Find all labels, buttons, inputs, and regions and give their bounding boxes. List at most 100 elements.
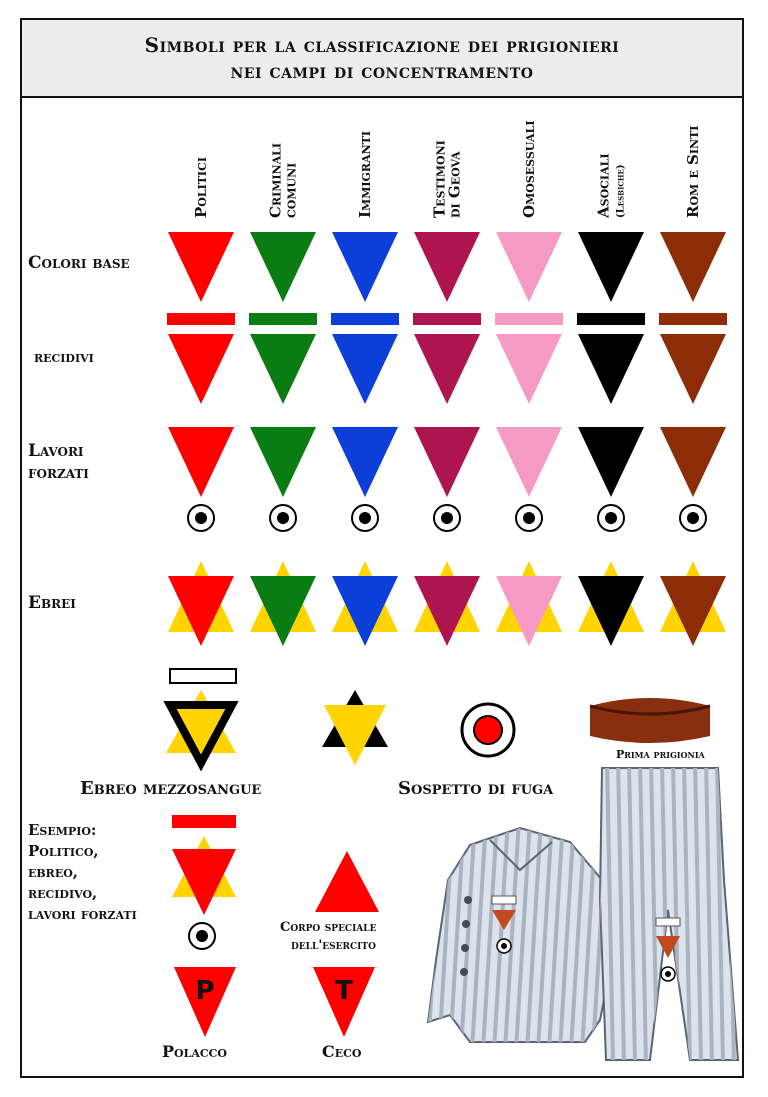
- jacket-button-2: [462, 920, 470, 928]
- lavori-triangle-politici: [168, 427, 234, 497]
- ebrei-triangle-politici: [168, 576, 234, 646]
- caption-ceco: Ceco: [322, 1042, 362, 1061]
- recidivi-triangle-criminali: [250, 334, 316, 404]
- pants-stripe: [682, 768, 692, 1060]
- ebrei-triangle-rom: [660, 576, 726, 646]
- row-label-lavori: Lavori: [28, 441, 84, 461]
- example-line-5: lavori forzati: [28, 905, 137, 923]
- base-triangle-criminali: [250, 232, 316, 302]
- star-yellow-triangle: [324, 705, 386, 765]
- band-body: [590, 698, 710, 743]
- ceco-letter: T: [335, 976, 353, 1006]
- jacket-stripe: [558, 828, 576, 1042]
- recidivi-bar-criminali: [249, 313, 317, 325]
- caption-corpo-speciale-1: Corpo speciale: [280, 920, 377, 935]
- jacket-stripe: [536, 828, 554, 1042]
- column-header-asociali-line-1: Asociali: [595, 154, 613, 219]
- title-line-2: nei campi di concentramento: [230, 59, 534, 83]
- column-header-asociali: Asociali(Lesbiche): [595, 154, 627, 219]
- base-triangle-testimoni: [414, 232, 480, 302]
- lavori-triangle-immigranti: [332, 427, 398, 497]
- lavori-triangle-testimoni: [414, 427, 480, 497]
- pants-target-dot: [665, 971, 671, 977]
- column-header-politici: Politici: [192, 157, 210, 218]
- badge-grid: [167, 232, 727, 646]
- ebreo-mezzosangue-badge: [163, 668, 239, 772]
- column-header-criminali-line-1: Criminali: [267, 143, 285, 218]
- recidivi-bar-omosessuali: [495, 313, 563, 325]
- jacket-stripe: [492, 828, 510, 1042]
- example-target-dot: [196, 930, 208, 942]
- row-label-recidivi: recidivi: [34, 347, 94, 366]
- band-top-edge: [589, 704, 711, 716]
- pants-stripe: [605, 768, 615, 1060]
- caption-prima-prigionia: Prima prigionia: [616, 748, 705, 761]
- row-label-ebrei: Ebrei: [28, 593, 76, 613]
- ebrei-triangle-criminali: [250, 576, 316, 646]
- jacket-button-3: [461, 944, 469, 952]
- jacket-stripe: [569, 828, 587, 1042]
- pants-stripe: [616, 768, 626, 1060]
- base-triangle-politici: [168, 232, 234, 302]
- polacco-triangle: [174, 967, 236, 1037]
- example-line-2: Politico,: [28, 842, 99, 860]
- column-header-rom: Rom e Sinti: [684, 126, 702, 218]
- base-triangle-omosessuali: [496, 232, 562, 302]
- jacket-stripe: [470, 828, 488, 1042]
- column-header-testimoni-line-2: di Geova: [446, 151, 464, 218]
- title-box: Simboli per la classificazione dei prigi…: [22, 20, 742, 98]
- column-header-asociali-line-2: (Lesbiche): [616, 164, 627, 218]
- jacket-button-1: [464, 896, 472, 904]
- pants-triangle: [656, 936, 680, 958]
- prima-prigionia-band: [589, 698, 711, 743]
- recidivi-triangle-immigranti: [332, 334, 398, 404]
- jacket-stripe: [481, 828, 499, 1042]
- recidivi-bar-testimoni: [413, 313, 481, 325]
- lavori-target-dot-asociali: [605, 512, 617, 524]
- ebrei-triangle-asociali: [578, 576, 644, 646]
- lavori-target-dot-criminali: [277, 512, 289, 524]
- jacket-stripe: [406, 820, 420, 1050]
- base-triangle-asociali: [578, 232, 644, 302]
- lavori-target-dot-omosessuali: [523, 512, 535, 524]
- example-line-4: recidivo,: [28, 884, 98, 902]
- jacket-target-dot: [501, 943, 507, 949]
- column-header-testimoni-line-1: Testimoni: [431, 140, 449, 218]
- jacket-patch-bar: [491, 895, 517, 905]
- pants-stripe: [704, 768, 714, 1060]
- uniform-pants-illustration: [598, 767, 740, 1061]
- example-red-triangle: [172, 849, 236, 915]
- target-red-dot: [473, 715, 503, 745]
- recidivi-triangle-omosessuali: [496, 334, 562, 404]
- example-red-bar: [172, 815, 236, 828]
- column-header-immigranti: Immigranti: [356, 131, 374, 218]
- example-badge: [172, 815, 236, 950]
- lavori-target-dot-testimoni: [441, 512, 453, 524]
- black-yellow-star-badge: [322, 690, 388, 765]
- pants-stripe: [737, 768, 738, 1060]
- caption-sospetto-di-fuga: Sospetto di fuga: [398, 778, 554, 799]
- example-line-3: ebreo,: [28, 863, 79, 881]
- mezzosangue-down-triangle: [163, 701, 239, 772]
- row-label-colori-base: Colori base: [28, 253, 130, 273]
- recidivi-bar-immigranti: [331, 313, 399, 325]
- pants-stripe: [627, 768, 637, 1060]
- polacco-badge: P: [174, 967, 236, 1037]
- jacket-stripe: [459, 828, 477, 1042]
- lavori-triangle-criminali: [250, 427, 316, 497]
- ceco-triangle: [313, 967, 375, 1037]
- pants-stripe: [638, 768, 648, 1060]
- corpo-speciale-triangle: [315, 851, 379, 912]
- example-line-1: Esempio:: [28, 821, 97, 839]
- jacket-stripe: [448, 828, 466, 1042]
- caption-ebreo-mezzosangue: Ebreo mezzosangue: [80, 778, 262, 799]
- recidivi-bar-politici: [167, 313, 235, 325]
- recidivi-triangle-rom: [660, 334, 726, 404]
- lavori-triangle-asociali: [578, 427, 644, 497]
- pants-patch-bar: [655, 917, 681, 927]
- caption-polacco: Polacco: [162, 1042, 227, 1061]
- mezzosangue-bar: [169, 668, 237, 684]
- ebrei-triangle-omosessuali: [496, 576, 562, 646]
